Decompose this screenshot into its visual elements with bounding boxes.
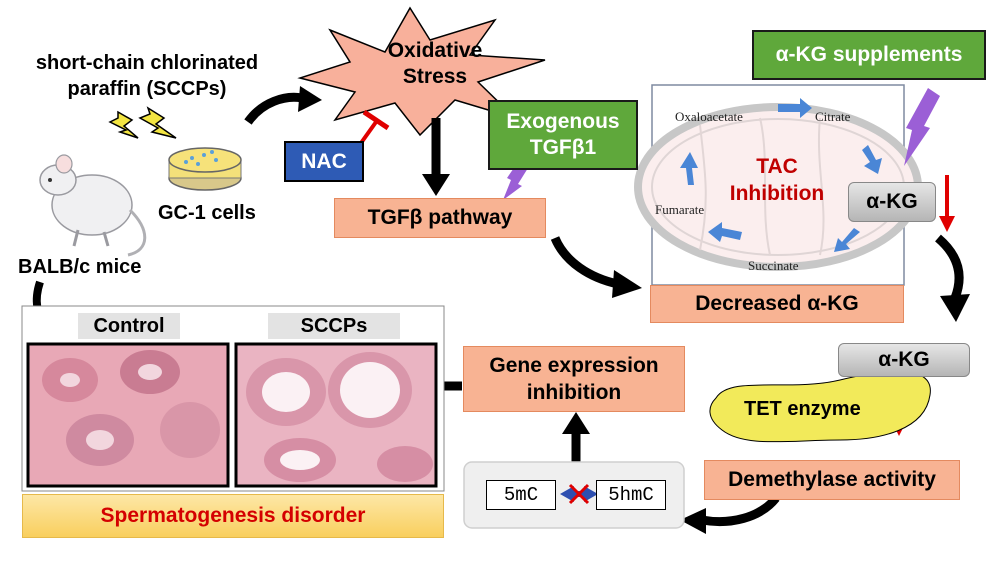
oxidative-stress-label: Oxidative Stress	[370, 38, 500, 90]
decreased-akg-label: Decreased α-KG	[695, 292, 859, 315]
demethylase-box: Demethylase activity	[704, 460, 960, 500]
tgfb-pathway-box: TGFβ pathway	[334, 198, 546, 238]
5mc-label: 5mC	[503, 484, 539, 506]
akg-box-2: α-KG	[838, 343, 970, 377]
spermatogenesis-disorder-box: Spermatogenesis disorder	[22, 494, 444, 538]
lightning-bolt-icon	[108, 110, 139, 139]
control-tissue-image	[26, 342, 230, 488]
exo-line1: Exogenous	[506, 110, 620, 133]
gc1-cells-label: GC-1 cells	[158, 202, 256, 224]
tet-enzyme-label: TET enzyme	[744, 398, 861, 420]
red-down-arrow-icon	[939, 175, 955, 232]
arrow-demethylase-to-5mc	[701, 494, 780, 527]
sccps-panel-label: SCCPs	[300, 314, 368, 337]
akg-supp-purple-arrow	[904, 88, 940, 166]
akg-cycle-label: α-KG	[866, 190, 918, 213]
5hmc-box: 5hmC	[596, 480, 666, 510]
exogenous-tgfb1-box: Exogenous TGFβ1	[488, 100, 638, 170]
exo-purple-arrow	[503, 162, 528, 200]
5hmc-label: 5hmC	[608, 484, 654, 506]
arrow-akg-to-akg2	[934, 234, 964, 300]
demethylase-label: Demethylase activity	[728, 468, 936, 491]
akg-supplements-box: α-KG supplements	[752, 30, 986, 80]
tac-line1: TAC	[756, 155, 798, 178]
lightning-bolt-icon	[138, 106, 177, 139]
gene-line2: inhibition	[526, 381, 622, 404]
mouse-icon	[39, 154, 147, 257]
sccps-title-line1: short-chain chlorinated	[35, 52, 259, 74]
arrow-sccps-to-stress	[244, 92, 303, 125]
oxaloacetate-label: Oxaloacetate	[675, 109, 743, 124]
fumarate-label: Fumarate	[655, 202, 705, 217]
akg-cycle-box: α-KG	[848, 182, 936, 222]
tgfb-pathway-label: TGFβ pathway	[367, 206, 513, 229]
tac-inhibition-label: TAC Inhibition	[712, 153, 842, 207]
5mc-box: 5mC	[486, 480, 556, 510]
oxidative-line1: Oxidative	[387, 39, 483, 62]
tca-cycle-arrows	[680, 98, 882, 252]
sccps-title: short-chain chlorinated paraffin (SCCPs)	[2, 50, 292, 102]
balbc-mice-label: BALB/c mice	[18, 256, 142, 278]
petri-dish-icon	[168, 147, 242, 191]
nac-label: NAC	[301, 149, 347, 173]
sccps-panel-label-box: SCCPs	[268, 313, 400, 339]
control-label-box: Control	[78, 313, 180, 339]
decreased-akg-box: Decreased α-KG	[650, 285, 904, 323]
spermatogenesis-disorder-label: Spermatogenesis disorder	[100, 504, 366, 527]
arrow-tgfb-to-decreased	[550, 236, 620, 289]
exo-line2: TGFβ1	[529, 136, 597, 159]
sccps-title-line2: paraffin (SCCPs)	[67, 78, 227, 100]
control-label: Control	[93, 314, 165, 337]
akg-supplements-label: α-KG supplements	[775, 43, 963, 66]
akg-label-2: α-KG	[878, 348, 930, 371]
succinate-label: Succinate	[748, 258, 799, 273]
tet-enzyme-blob	[709, 370, 931, 443]
citrate-label: Citrate	[815, 109, 851, 124]
tac-line2: Inhibition	[729, 182, 825, 205]
blocked-conversion-icon	[560, 483, 598, 505]
nac-box: NAC	[284, 141, 364, 182]
gene-line1: Gene expression	[489, 354, 659, 377]
oxidative-line2: Stress	[402, 65, 468, 88]
sccps-tissue-image	[234, 342, 438, 488]
gene-expression-box: Gene expression inhibition	[463, 346, 685, 412]
